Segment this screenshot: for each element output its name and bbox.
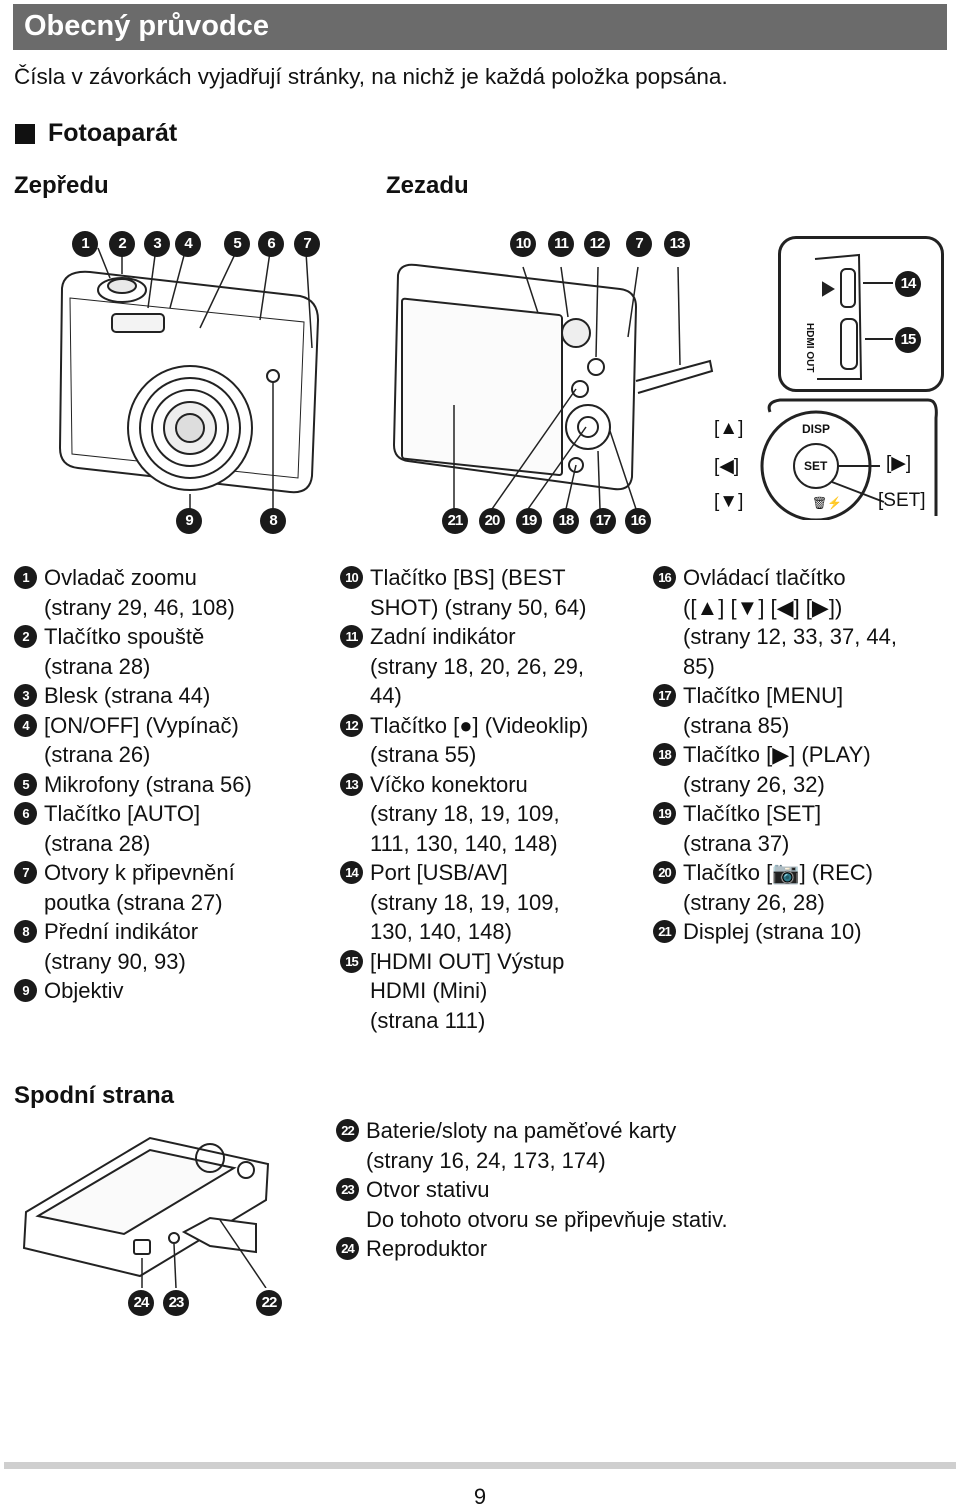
callout-12: 12: [584, 231, 610, 257]
callout-14: 14: [895, 271, 921, 297]
camera-front-illustration: [58, 247, 320, 510]
callout-21: 21: [442, 508, 468, 534]
port-detail-panel: HDMI OUT 14 15: [778, 236, 944, 392]
callout-8: 8: [260, 508, 286, 534]
section-title: Fotoaparát: [48, 119, 178, 147]
camera-bottom-illustration: [22, 1136, 270, 1288]
callout-1: 1: [72, 231, 98, 257]
callout-20: 20: [479, 508, 505, 534]
callout-16: 16: [625, 508, 651, 534]
page-title: Obecný průvodce: [24, 10, 269, 42]
callout-13: 13: [664, 231, 690, 257]
callout-9: 9: [176, 508, 202, 534]
control-detail-panel: DISP SET 🗑⚡ [▲] [◀] [▼] [▶] [SET]: [700, 398, 938, 520]
hdmi-out-label: HDMI OUT: [804, 323, 815, 373]
callout-2: 2: [109, 231, 135, 257]
set-label: SET: [804, 459, 828, 473]
callout-11: 11: [548, 231, 574, 257]
port-illustration: [814, 253, 893, 380]
footer-divider: [4, 1462, 956, 1469]
callout-15: 15: [895, 327, 921, 353]
front-view-heading: Zepředu: [14, 172, 109, 199]
down-label: [▼]: [714, 491, 744, 512]
right-label: [▶]: [886, 453, 912, 474]
title-bar: [13, 4, 947, 50]
callout-19: 19: [516, 508, 542, 534]
callout-17: 17: [590, 508, 616, 534]
callout-3: 3: [144, 231, 170, 257]
callout-4: 4: [175, 231, 201, 257]
up-label: [▲]: [714, 418, 744, 439]
back-view-heading: Zezadu: [386, 172, 469, 199]
callout-18: 18: [553, 508, 579, 534]
set-bracket-label: [SET]: [878, 490, 926, 511]
callout-10: 10: [510, 231, 536, 257]
callout-24: 24: [128, 1290, 154, 1316]
callout-22: 22: [256, 1290, 282, 1316]
callout-6: 6: [258, 231, 284, 257]
trash-flash-icon: 🗑⚡: [812, 496, 843, 510]
camera-back-illustration: [392, 263, 714, 510]
callout-23: 23: [163, 1290, 189, 1316]
intro-text: Čísla v závorkách vyjadřují stránky, na …: [14, 64, 728, 89]
disp-label: DISP: [802, 422, 831, 436]
square-bullet-icon: [15, 124, 35, 144]
legend-item-4: 4[ON/OFF] (Vypínač)(strana 26): [14, 711, 334, 770]
callout-5: 5: [224, 231, 250, 257]
callout-7b: 7: [626, 231, 652, 257]
control-illustration: [760, 398, 938, 520]
page-number: 9: [473, 1484, 487, 1509]
callout-7: 7: [294, 231, 320, 257]
bottom-view-heading: Spodní strana: [14, 1082, 175, 1109]
left-label: [◀]: [714, 456, 740, 477]
